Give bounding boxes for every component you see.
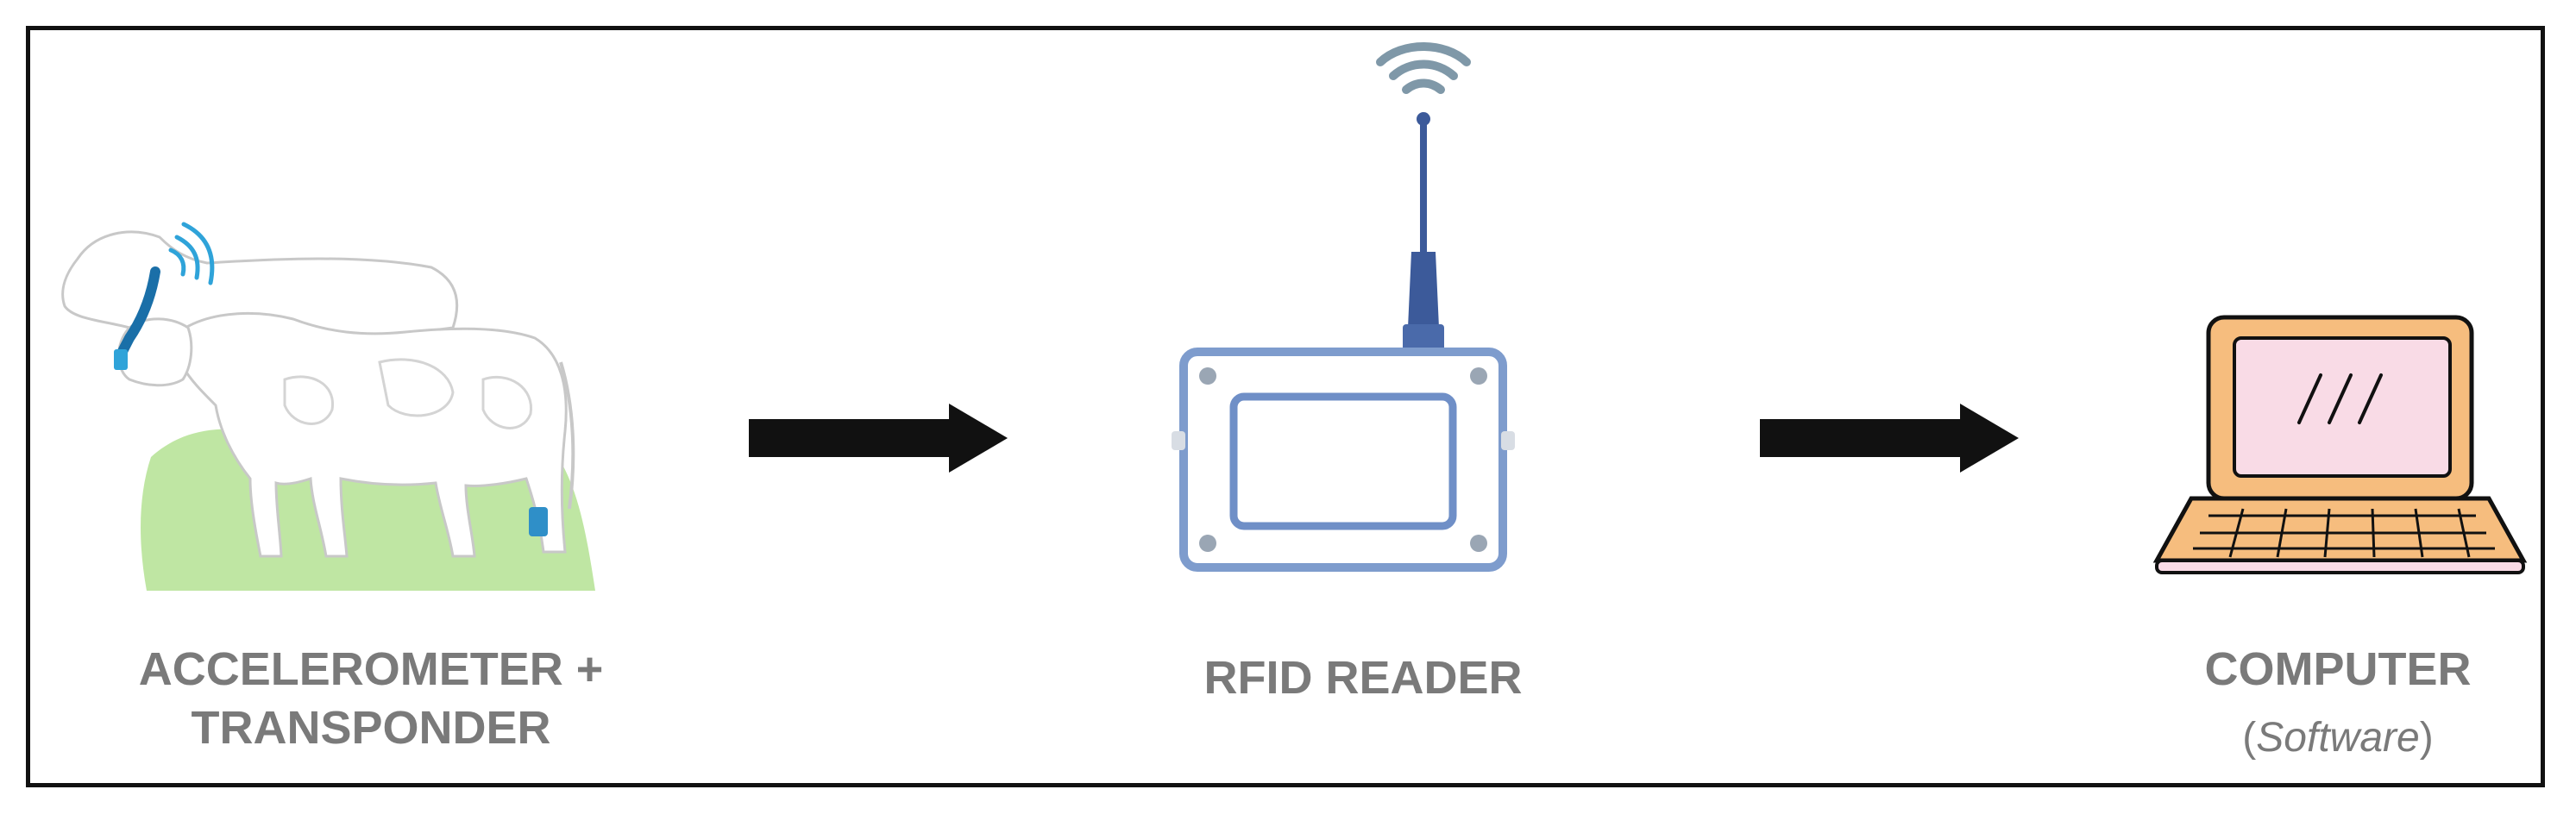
arrow-right-icon [749, 404, 1008, 473]
antenna-icon [1403, 112, 1444, 352]
node-sublabel-computer: (Software) [2122, 712, 2554, 764]
node-label-computer: COMPUTER [2204, 643, 2472, 695]
cow-spot [283, 375, 334, 425]
sublabel-word: Software [2256, 715, 2420, 761]
wifi-signal-icon [168, 222, 215, 285]
label-line: ACCELEROMETER + [138, 643, 604, 695]
cow-spot [378, 358, 455, 417]
front-cow-body [177, 311, 568, 558]
laptop-icon [2152, 315, 2528, 574]
wifi-signal-icon [1376, 42, 1471, 94]
label-line: TRANSPONDER [191, 702, 551, 754]
leg-accelerometer-icon [529, 507, 548, 536]
sublabel-close: ) [2419, 715, 2434, 761]
arrow-right-icon [1760, 404, 2019, 473]
rfid-reader-icon [1172, 348, 1515, 572]
collar-transponder-icon [114, 266, 160, 370]
cow-icon [61, 230, 595, 591]
node-label-cow: ACCELEROMETER + TRANSPONDER [60, 640, 682, 757]
cow-tail [559, 361, 575, 510]
cow-spot [481, 375, 532, 429]
node-label-reader: RFID READER [1203, 652, 1523, 704]
sublabel-open: ( [2242, 715, 2257, 761]
